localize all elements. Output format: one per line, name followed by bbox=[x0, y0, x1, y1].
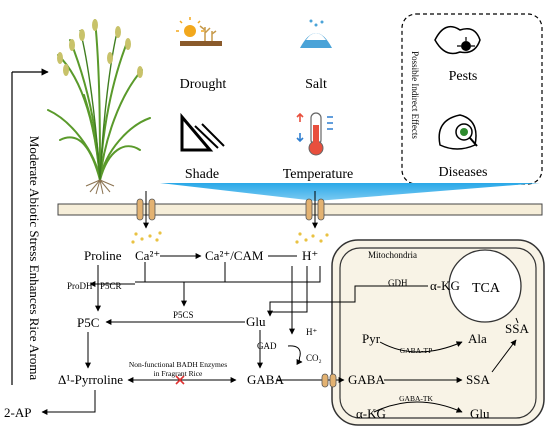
salt-label: Salt bbox=[305, 77, 327, 92]
side-label: Moderate Abiotic Stress Enhances Rice Ar… bbox=[27, 136, 42, 381]
indirect-effects-label: Possible Indirect Effects bbox=[410, 51, 420, 139]
pyrroline-label: Δ¹-Pyrroline bbox=[58, 372, 123, 387]
calcium-to-p5cr-line bbox=[135, 262, 146, 283]
ssa-right-label: SSA bbox=[505, 321, 529, 336]
ala-label: Ala bbox=[468, 331, 487, 346]
mito-glu-label: Glu bbox=[470, 406, 490, 421]
stress-beam bbox=[160, 183, 540, 201]
mito-ssa-label: SSA bbox=[466, 372, 490, 387]
pests-icon bbox=[434, 25, 481, 55]
proline-label: Proline bbox=[84, 248, 122, 263]
membrane-channel-left bbox=[136, 198, 156, 221]
badh-label-line1: Non-functional BADH Enzymes bbox=[129, 360, 227, 369]
rice-plant-illustration bbox=[47, 19, 151, 195]
mito-gaba-label: GABA bbox=[348, 372, 385, 387]
cell-membrane bbox=[57, 203, 543, 216]
co2-release-arrow bbox=[287, 345, 303, 365]
ssa-to-ssa-arrow bbox=[491, 339, 517, 373]
drought-icon bbox=[176, 17, 222, 46]
pyr-to-ala-arrow bbox=[379, 341, 463, 353]
pyrroline-to-2ap-arrow bbox=[41, 390, 96, 415]
mitochondria-title: Mitochondria bbox=[368, 250, 417, 260]
gaba-transporter bbox=[321, 373, 337, 388]
p5cs-label: P5CS bbox=[173, 310, 194, 320]
shade-icon bbox=[180, 112, 225, 152]
gaba-tk-label: GABA-TK bbox=[399, 394, 433, 403]
membrane-channel-right bbox=[305, 198, 325, 221]
diseases-icon bbox=[438, 114, 478, 150]
two-ap-label: 2-AP bbox=[4, 405, 31, 420]
badh-cross-mark bbox=[175, 375, 185, 385]
p5c-label: P5C bbox=[77, 315, 99, 330]
proton-to-p5cr-line bbox=[145, 266, 321, 283]
gaba-label: GABA bbox=[247, 372, 284, 387]
gaba-tp-label: GABA-TP bbox=[400, 346, 433, 355]
diseases-label: Diseases bbox=[439, 165, 488, 180]
akg-to-glu-arrow bbox=[267, 285, 428, 317]
indirect-effects-box bbox=[401, 13, 543, 185]
pyr-label: Pyr bbox=[362, 331, 381, 346]
pests-label: Pests bbox=[449, 69, 478, 84]
co2-label: CO₂ bbox=[306, 353, 322, 363]
akg-to-glu-tk-arrow bbox=[373, 401, 463, 413]
gad-proton-label: H⁺ bbox=[306, 327, 317, 337]
akg-top-label: α-KG bbox=[430, 278, 460, 293]
cam-to-p5cr-line bbox=[135, 262, 226, 283]
ssa-to-tca-stub bbox=[515, 317, 519, 324]
temperature-icon bbox=[296, 112, 333, 156]
shade-label: Shade bbox=[185, 167, 219, 182]
p5cr-label: P5CR bbox=[100, 281, 122, 291]
prodh-label: ProDH bbox=[67, 281, 93, 291]
gad-label: GAD bbox=[257, 341, 277, 351]
proton-label: H⁺ bbox=[302, 248, 318, 263]
proton-to-glu-line bbox=[270, 266, 308, 313]
calcium-label: Ca²⁺ bbox=[135, 248, 160, 263]
glu-label: Glu bbox=[246, 314, 266, 329]
ca-cam-label: Ca²⁺/CAM bbox=[205, 248, 264, 263]
tca-label: TCA bbox=[472, 281, 501, 296]
tca-cycle bbox=[448, 249, 522, 323]
salt-icon bbox=[300, 19, 332, 48]
badh-label-line2: in Fragrant Rice bbox=[154, 369, 203, 378]
drought-label: Drought bbox=[180, 77, 227, 92]
mitochondria-inner bbox=[339, 247, 537, 419]
temperature-label: Temperature bbox=[283, 167, 354, 182]
gdh-label: GDH bbox=[388, 278, 408, 288]
calcium-dots bbox=[131, 231, 329, 244]
